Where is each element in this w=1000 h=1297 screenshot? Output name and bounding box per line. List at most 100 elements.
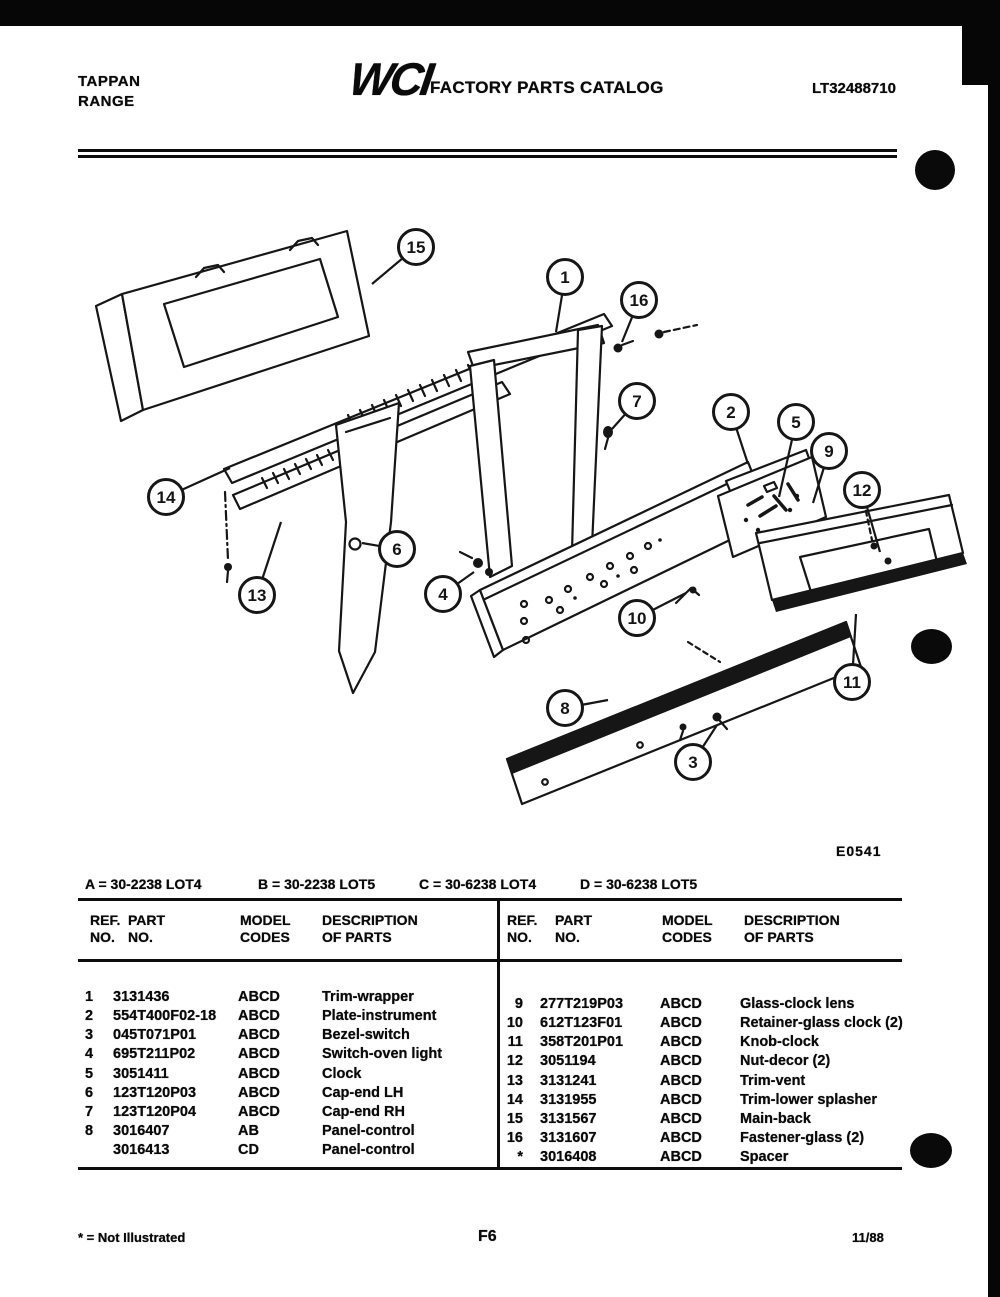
- callout-circle: [618, 599, 656, 637]
- ref-cell: *: [517, 1149, 523, 1166]
- callout-circle: [147, 478, 185, 516]
- desc-cell: Main-back: [740, 1110, 811, 1127]
- model-cell: ABCD: [660, 1053, 702, 1070]
- ref-cell: 13: [506, 1072, 523, 1089]
- ref-cell: 5: [85, 1065, 94, 1082]
- model-cell: ABCD: [238, 1065, 280, 1082]
- callout-circle: [833, 663, 871, 701]
- callout-13: 13: [238, 521, 283, 614]
- callout-circle: [546, 258, 584, 296]
- model-cell: ABCD: [238, 1008, 280, 1025]
- diagram-line-art: [94, 229, 967, 806]
- model-cell: ABCD: [660, 1015, 702, 1032]
- callout-12: 12: [843, 471, 882, 553]
- callout-number: 1: [560, 268, 569, 287]
- model-key-c: C = 30-6238 LOT4: [419, 876, 537, 892]
- callout-3: 3: [674, 724, 718, 781]
- document-number: LT32488710: [812, 80, 896, 97]
- wci-logo: WCI: [346, 53, 435, 105]
- callout-6: 6: [361, 530, 416, 568]
- header-rule-2: [78, 155, 897, 158]
- desc-cell: Nut-decor (2): [740, 1053, 831, 1070]
- callout-number: 15: [407, 238, 426, 257]
- desc-cell: Trim-lower splasher: [740, 1091, 877, 1108]
- part-trim-wrapper: [348, 323, 606, 579]
- desc-cell: Cap-end LH: [322, 1084, 404, 1101]
- callout-number: 6: [392, 540, 401, 559]
- part-clock-assembly: [674, 448, 828, 605]
- callout-number: 13: [248, 586, 267, 605]
- callout-number: 14: [157, 488, 176, 507]
- desc-cell: Retainer-glass clock (2): [740, 1015, 903, 1032]
- ref-cell: 10: [506, 1015, 523, 1032]
- model-cell: ABCD: [660, 1091, 702, 1108]
- desc-cell: Cap-end RH: [322, 1103, 405, 1120]
- figure-code: E0541: [836, 843, 882, 859]
- brand-line-1: TAPPAN: [78, 73, 141, 90]
- brand-line-2: RANGE: [78, 93, 135, 110]
- ref-cell: 15: [506, 1110, 523, 1127]
- callout-circle: [712, 393, 750, 431]
- table-header-rule: [78, 959, 902, 962]
- brand-block: TAPPAN RANGE: [78, 72, 140, 112]
- model-cell: ABCD: [238, 1027, 280, 1044]
- page-number: F6: [478, 1228, 497, 1245]
- part-cell: 554T400F02-18: [113, 1008, 217, 1025]
- fastener-screws: [603, 323, 699, 451]
- part-cell: 123T120P03: [113, 1084, 197, 1101]
- desc-cell: Knob-clock: [740, 1034, 819, 1051]
- callout-number: 11: [843, 673, 861, 692]
- callout-circle: [378, 530, 416, 568]
- part-cell: 3016413: [113, 1142, 170, 1159]
- model-cell: ABCD: [660, 996, 702, 1012]
- table-divider: [497, 898, 500, 1169]
- desc-cell: Glass-clock lens: [740, 996, 855, 1012]
- callout-number: 5: [791, 413, 800, 432]
- callout-number: 12: [853, 481, 872, 500]
- part-cell: 3131436: [113, 989, 170, 1005]
- part-trim-vent: [334, 401, 401, 695]
- callout-number: 2: [726, 403, 735, 422]
- ref-cell: 9: [514, 996, 523, 1012]
- callout-8: 8: [546, 689, 609, 727]
- model-cell: ABCD: [238, 1084, 280, 1101]
- desc-cell: Trim-vent: [740, 1072, 806, 1089]
- callout-number: 8: [560, 699, 569, 718]
- callout-circle: [546, 689, 584, 727]
- model-cell: ABCD: [238, 1046, 280, 1063]
- not-illustrated-note: * = Not Illustrated: [78, 1230, 186, 1245]
- callout-circle: [618, 382, 656, 420]
- callout-number: 4: [438, 585, 448, 604]
- punch-hole-bottom: [910, 1133, 952, 1168]
- callout-number: 3: [688, 753, 697, 772]
- part-cell: 358T201P01: [540, 1034, 624, 1051]
- desc-cell: Trim-wrapper: [322, 989, 414, 1005]
- callout-2: 2: [712, 393, 750, 465]
- ref-cell: 4: [85, 1046, 94, 1063]
- punch-hole-middle: [911, 629, 952, 664]
- callout-number: 10: [628, 609, 647, 628]
- part-cell: 612T123F01: [540, 1015, 623, 1032]
- desc-cell: Fastener-glass (2): [740, 1129, 865, 1146]
- callout-7: 7: [611, 382, 656, 430]
- part-cell: 3016407: [113, 1122, 170, 1139]
- callout-number: 16: [630, 291, 649, 310]
- ref-cell: 8: [85, 1122, 94, 1139]
